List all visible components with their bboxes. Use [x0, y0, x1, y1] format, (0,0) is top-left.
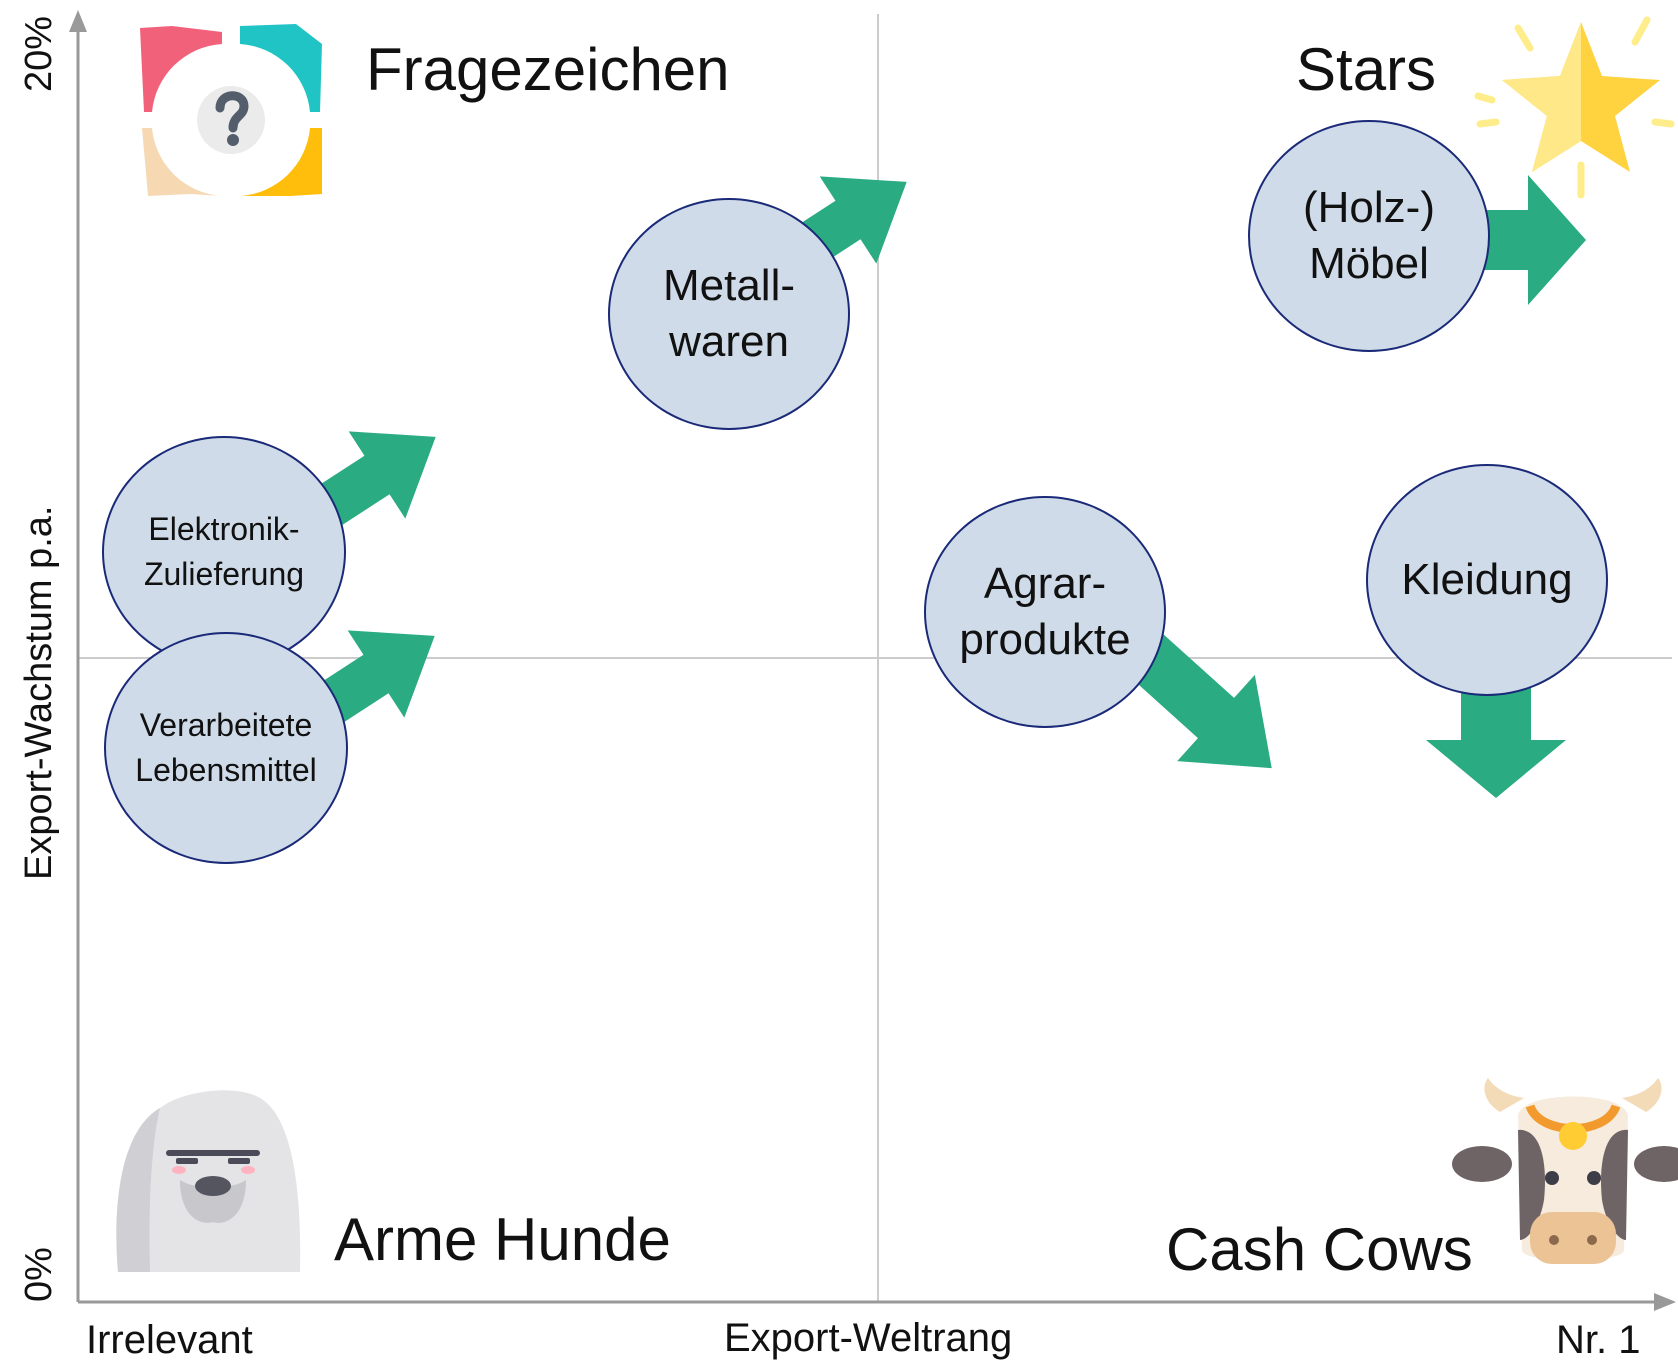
- star-icon: [1474, 16, 1675, 199]
- bubble-label-line2: produkte: [959, 615, 1131, 664]
- quadrant-title-stars: Stars: [1296, 36, 1437, 103]
- y-axis-label: Export-Wachstum p.a.: [18, 505, 60, 881]
- bubble-label-line1: (Holz-): [1303, 182, 1435, 232]
- cow-icon: [1452, 1078, 1678, 1264]
- dog-icon: [116, 1090, 301, 1272]
- bubble-label-line2: Möbel: [1309, 239, 1429, 288]
- bubble-kleidung: Kleidung: [1366, 464, 1608, 696]
- bubble-label-line1: Kleidung: [1401, 554, 1573, 604]
- y-axis-top-label: 20%: [18, 15, 60, 92]
- bubble-agrarprodukte: Agrar-produkte: [924, 496, 1166, 728]
- x-axis-right-label: Nr. 1: [1556, 1318, 1641, 1362]
- quadrant-title-fragezeichen: Fragezeichen: [366, 36, 730, 103]
- y-axis-bottom-label: 0%: [18, 1247, 60, 1302]
- bubble-label-line1: Agrar-: [983, 558, 1107, 608]
- y-axis: [69, 10, 87, 1302]
- bubble-label-line2: Lebensmittel: [135, 752, 317, 788]
- x-axis-label: Export-Weltrang: [724, 1316, 1013, 1360]
- bubble-label-line1: Metall-: [662, 260, 796, 310]
- x-axis: [78, 1293, 1676, 1311]
- bubble-label-line2: Zulieferung: [143, 556, 305, 592]
- bubble-metallwaren: Metall-waren: [608, 198, 850, 430]
- quadrant-title-cash-cows: Cash Cows: [1166, 1216, 1473, 1283]
- bubble-elektronik-zulieferung: Elektronik- Zulieferung: [102, 436, 346, 668]
- bubble-moebel: (Holz-) Möbel: [1248, 120, 1490, 352]
- trend-arrow-agrarprodukte: [1123, 631, 1272, 769]
- quadrant-title-arme-hunde: Arme Hunde: [334, 1206, 671, 1273]
- bubble-label-line2: waren: [669, 317, 789, 366]
- bubble-label-line1: Elektronik-: [148, 510, 300, 547]
- bubble-label-line1: Verarbeitete: [139, 706, 313, 743]
- x-axis-left-label: Irrelevant: [86, 1318, 253, 1362]
- question-mark-arrows-icon: [140, 24, 322, 196]
